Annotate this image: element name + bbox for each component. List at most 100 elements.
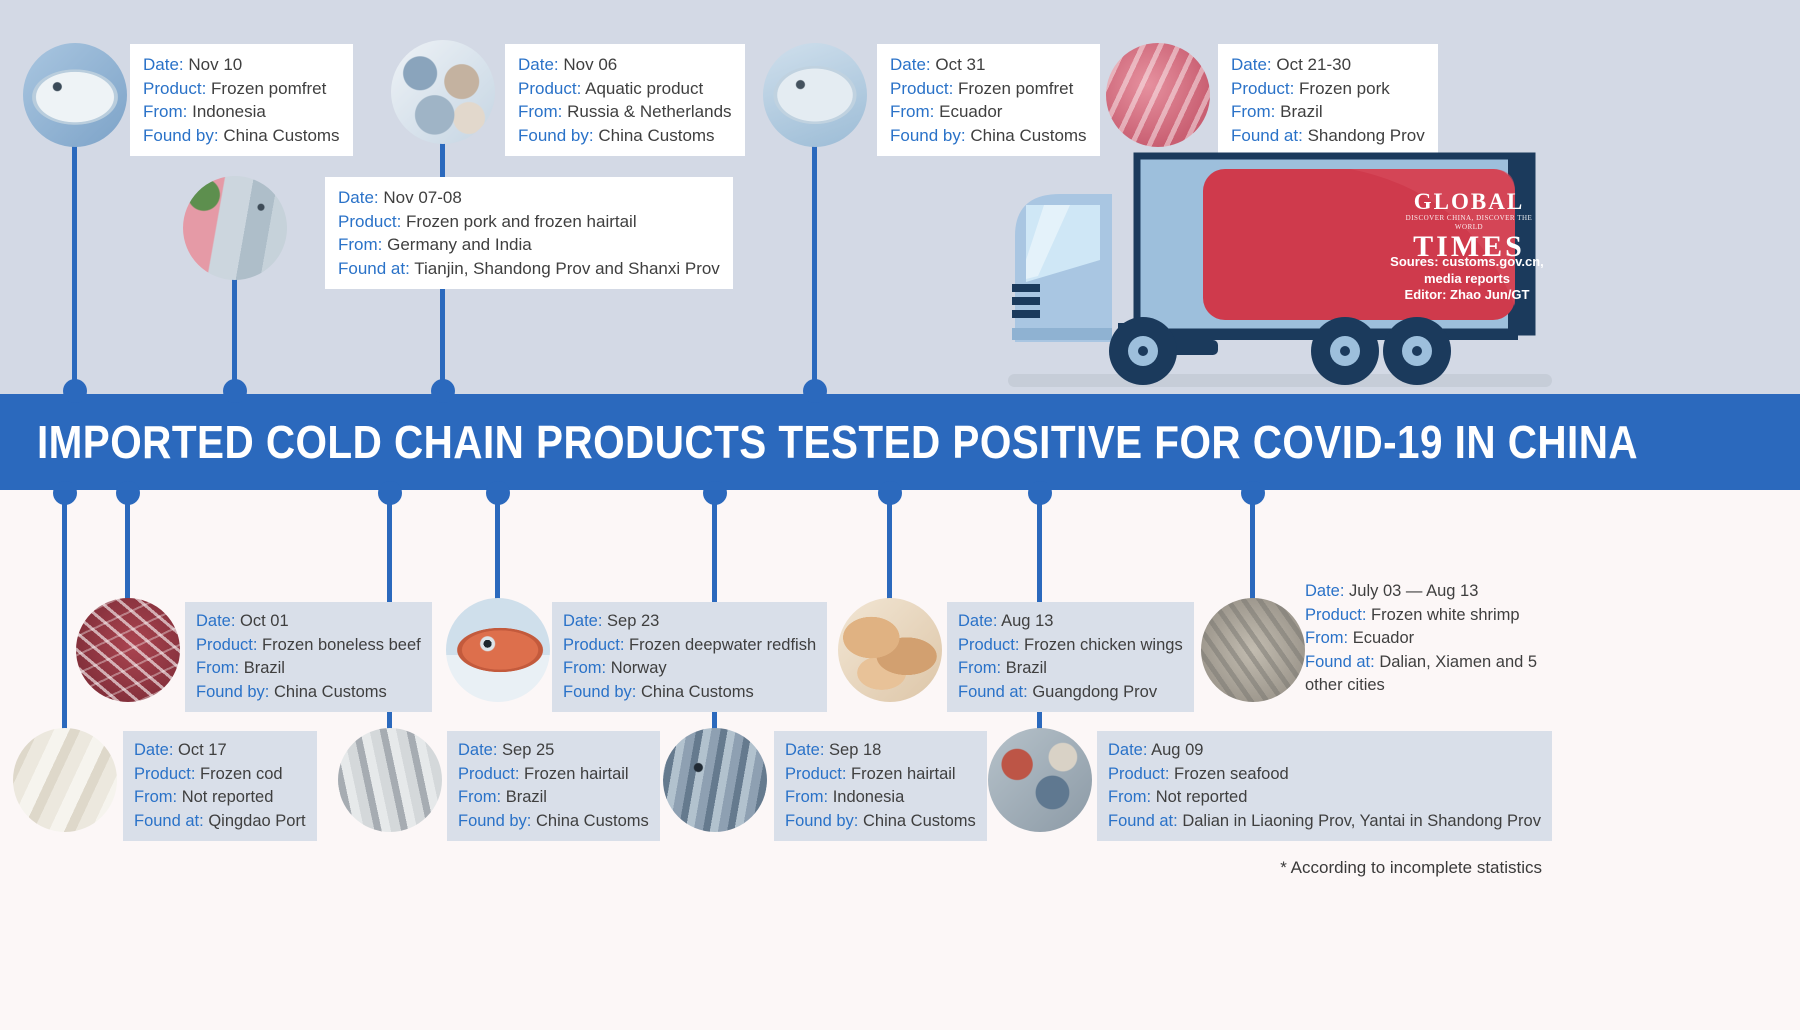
product-label: Product: [1305,605,1367,624]
timeline-dot [431,379,455,403]
info-card-sep23: Date: Sep 23 Product: Frozen deepwater r… [552,602,828,712]
product-label: Product: [785,764,847,783]
timeline-connector [495,490,500,650]
from-label: From: [890,102,935,121]
found-row: Found at: Guangdong Prov [958,681,1183,705]
found-label: Found at: [338,258,410,278]
date-label: Date: [518,55,559,74]
from-row: From: Not reported [134,786,306,810]
found-value: China Customs [862,811,976,830]
from-value: Not reported [1155,788,1248,806]
product-label: Product: [338,211,402,231]
date-value: Sep 25 [502,741,555,759]
cab [1012,194,1112,342]
product-row: Product: Frozen pomfret [143,77,340,101]
product-row: Product: Frozen chicken wings [958,634,1183,658]
product-value: Frozen hairtail [851,764,956,783]
from-row: From: Ecuador [890,100,1087,124]
from-label: From: [518,102,563,121]
found-label: Found by: [890,125,966,145]
frozen-seafood-photo [988,728,1092,832]
found-row: Found at: Dalian in Liaoning Prov, Yanta… [1108,810,1541,834]
date-label: Date: [890,55,931,74]
frozen-cod-photo [13,728,117,832]
timeline-dot [486,481,510,505]
logo-tagline: DISCOVER CHINA, DISCOVER THE WORLD [1405,214,1533,231]
timeline-dot [703,481,727,505]
found-row: Found by: China Customs [458,810,649,834]
from-row: From: Not reported [1108,786,1541,810]
product-value: Frozen pomfret [211,78,327,98]
product-label: Product: [1231,78,1295,98]
product-value: Frozen white shrimp [1371,605,1520,624]
product-label: Product: [563,635,625,654]
timeline-dot [223,379,247,403]
timeline-dot [63,379,87,403]
timeline-dot [1241,481,1265,505]
found-value: China Customs [970,125,1087,145]
from-value: Indonesia [192,102,266,121]
page-title: IMPORTED COLD CHAIN PRODUCTS TESTED POSI… [36,416,1639,468]
from-label: From: [785,788,829,806]
product-row: Product: Frozen hairtail [785,763,976,787]
from-row: From: Brazil [458,786,649,810]
product-row: Product: Frozen boneless beef [196,634,421,658]
found-label: Found at: [134,811,204,830]
found-row: Found at: Tianjin, Shandong Prov and Sha… [338,257,720,281]
timeline-dot [1028,481,1052,505]
from-value: Ecuador [939,102,1003,121]
from-value: Brazil [243,659,285,677]
date-label: Date: [958,612,998,630]
found-row: Found at: Qingdao Port [134,810,306,834]
from-label: From: [143,102,188,121]
product-value: Frozen pork [1299,78,1390,98]
found-value: Shandong Prov [1307,125,1425,145]
timeline-dot [378,481,402,505]
product-row: Product: Frozen pork [1231,77,1425,101]
info-card-aug13: Date: Aug 13 Product: Frozen chicken win… [947,602,1194,712]
from-row: From: Brazil [958,657,1183,681]
date-row: Date: July 03 — Aug 13 [1305,580,1557,604]
product-label: Product: [143,78,207,98]
from-value: Ecuador [1352,629,1415,647]
info-card-nov06: Date: Nov 06 Product: Aquatic product Fr… [505,44,745,156]
product-value: Frozen seafood [1174,764,1289,783]
frozen-hairtail-photo [663,728,767,832]
boneless-beef-photo [76,598,180,702]
product-label: Product: [196,635,258,654]
timeline-connector [887,490,892,650]
from-value: Norway [610,659,667,677]
found-row: Found by: China Customs [563,681,816,705]
from-value: Russia & Netherlands [567,102,732,121]
timeline-connector [125,490,130,650]
info-card-sep18: Date: Sep 18 Product: Frozen hairtail Fr… [774,731,987,841]
source-line-1: Soures: customs.gov.cn, [1390,254,1544,269]
from-label: From: [1231,102,1276,121]
info-card-nov10: Date: Nov 10 Product: Frozen pomfret Fro… [130,44,353,156]
date-row: Date: Aug 13 [958,610,1183,634]
global-times-logo: GLOBAL DISCOVER CHINA, DISCOVER THE WORL… [1398,190,1540,262]
timeline-dot [116,481,140,505]
found-value: Dalian, Xiamen and 5 other cities [1305,652,1538,695]
found-value: China Customs [273,682,387,701]
product-value: Aquatic product [585,78,704,98]
from-row: From: Indonesia [785,786,976,810]
date-value: Aug 13 [1001,612,1054,630]
from-value: Brazil [1005,659,1047,677]
timeline-connector [72,95,77,394]
found-label: Found at: [1108,811,1178,830]
date-label: Date: [1108,741,1148,759]
from-label: From: [134,788,178,806]
date-row: Date: Oct 17 [134,739,306,763]
product-row: Product: Frozen deepwater redfish [563,634,816,658]
from-value: Brazil [505,788,547,806]
found-value: China Customs [223,125,340,145]
from-label: From: [338,235,383,254]
timeline-connector [62,490,67,780]
date-value: Nov 07-08 [383,188,462,207]
info-card-aug09: Date: Aug 09 Product: Frozen seafood Fro… [1097,731,1552,841]
source-credit: Soures: customs.gov.cn, media reports Ed… [1386,254,1548,304]
info-card-oct21-30: Date: Oct 21-30 Product: Frozen pork Fro… [1218,44,1438,156]
logo-word-global: GLOBAL [1413,189,1525,214]
